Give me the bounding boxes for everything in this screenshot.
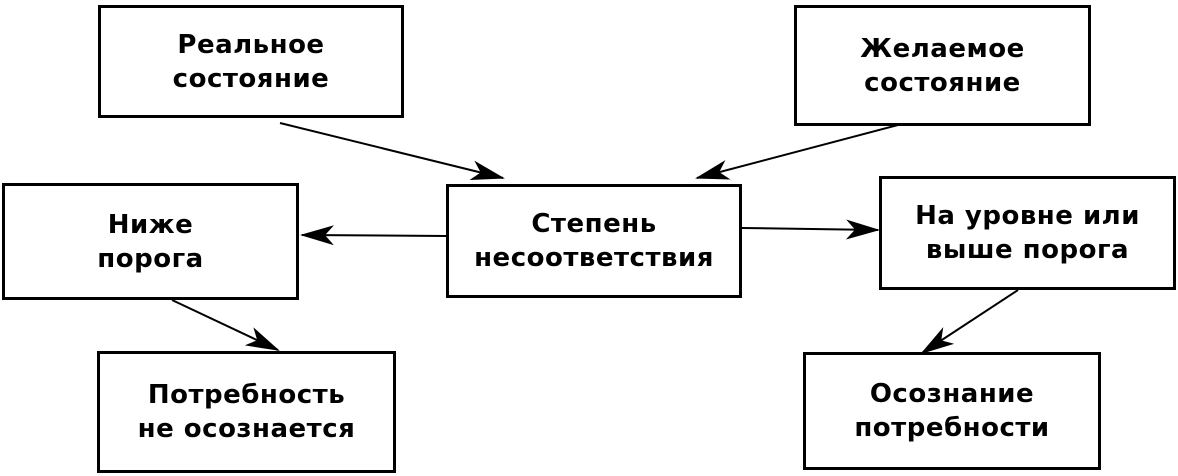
- at-or-above-threshold-box: На уровне или выше порога: [879, 176, 1176, 290]
- below-threshold-box: Ниже порога: [2, 183, 299, 300]
- need-recognition-box: Осознание потребности: [803, 352, 1101, 470]
- arrow-discrepancy-to-below-threshold: [300, 225, 447, 246]
- need-not-recognized-box: Потребность не осознается: [97, 351, 396, 473]
- at-or-above-threshold-label: На уровне или выше порога: [915, 201, 1140, 265]
- arrow-discrepancy-to-above-threshold: [741, 219, 880, 240]
- arrow-desired-to-discrepancy: [695, 124, 899, 180]
- arrow-real-to-discrepancy: [279, 122, 505, 181]
- desired-state-box: Желаемое состояние: [794, 5, 1091, 126]
- desired-state-label: Желаемое состояние: [860, 33, 1025, 98]
- arrow-above-threshold-to-recognition: [920, 289, 1019, 355]
- need-recognition-label: Осознание потребности: [854, 379, 1050, 443]
- discrepancy-box: Степень несоответствия: [446, 184, 742, 298]
- arrow-below-threshold-to-not-recognized: [171, 299, 280, 351]
- real-state-label: Реальное состояние: [172, 29, 330, 94]
- discrepancy-label: Степень несоответствия: [474, 209, 714, 273]
- need-not-recognized-label: Потребность не осознается: [137, 380, 356, 444]
- real-state-box: Реальное состояние: [98, 5, 404, 118]
- below-threshold-label: Ниже порога: [97, 209, 204, 274]
